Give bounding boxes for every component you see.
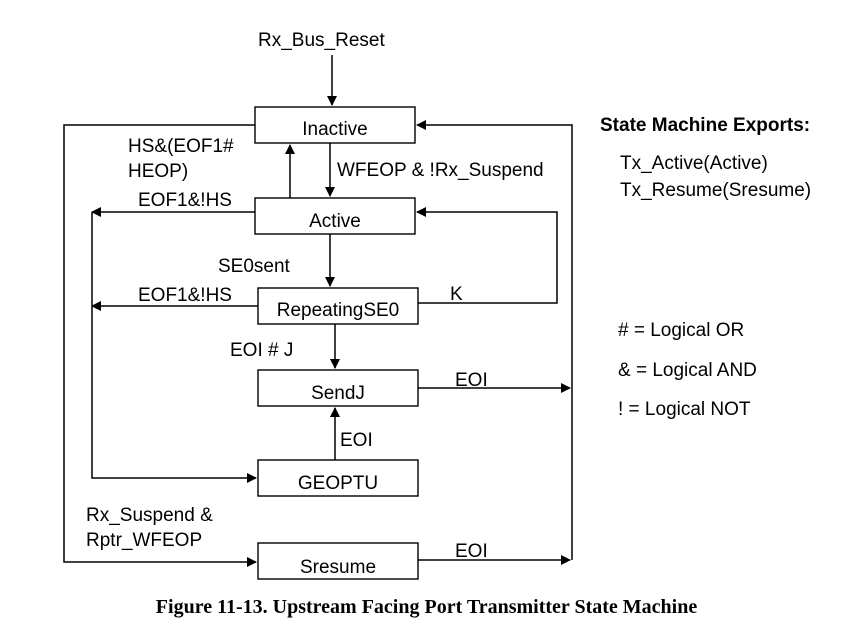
label-eoi-geoptu: EOI bbox=[340, 430, 373, 451]
label-k: K bbox=[450, 284, 463, 305]
state-sresume-label: Sresume bbox=[300, 557, 376, 578]
figure-caption: Figure 11-13. Upstream Facing Port Trans… bbox=[155, 596, 698, 618]
label-bus-reset: Rx_Bus_Reset bbox=[258, 30, 385, 51]
label-hs-eof1-line1: HS&(EOF1# bbox=[128, 136, 234, 157]
label-suspend-line1: Rx_Suspend & bbox=[86, 505, 213, 526]
legend-not: ! = Logical NOT bbox=[618, 399, 751, 420]
state-inactive: Inactive bbox=[254, 106, 416, 144]
legend-or: # = Logical OR bbox=[618, 320, 745, 341]
state-geoptu-label: GEOPTU bbox=[298, 473, 378, 494]
label-suspend-line2: Rptr_WFEOP bbox=[86, 530, 202, 551]
state-active-label: Active bbox=[309, 211, 361, 232]
label-se0sent: SE0sent bbox=[218, 256, 291, 277]
rail-to-inactive bbox=[416, 120, 573, 560]
label-eof1-active: EOF1&!HS bbox=[138, 190, 232, 211]
state-sendj-label: SendJ bbox=[311, 383, 365, 404]
state-active: Active bbox=[254, 197, 416, 235]
legend-and: & = Logical AND bbox=[618, 360, 757, 381]
label-eoi-sendj: EOI bbox=[455, 370, 488, 391]
state-sendj: SendJ bbox=[257, 369, 419, 407]
state-geoptu: GEOPTU bbox=[257, 459, 419, 497]
state-repeating-se0: RepeatingSE0 bbox=[257, 287, 419, 325]
label-wfeop-suspend: WFEOP & !Rx_Suspend bbox=[337, 160, 544, 181]
label-eoi-j: EOI # J bbox=[230, 340, 293, 361]
export-item: Tx_Active(Active) bbox=[620, 153, 768, 174]
rail-to-geoptu bbox=[91, 212, 257, 483]
exports-title: State Machine Exports: bbox=[600, 115, 811, 136]
state-sresume: Sresume bbox=[257, 542, 419, 580]
label-eoi-sresume: EOI bbox=[455, 541, 488, 562]
arrow-k-to-active bbox=[416, 207, 558, 304]
label-eof1-repeating: EOF1&!HS bbox=[138, 285, 232, 306]
state-inactive-label: Inactive bbox=[302, 119, 367, 140]
state-repeating-se0-label: RepeatingSE0 bbox=[277, 300, 400, 321]
label-hs-eof1-line2: HEOP) bbox=[128, 161, 188, 182]
export-item: Tx_Resume(Sresume) bbox=[620, 180, 812, 201]
arrow-inactive-to-sresume bbox=[63, 124, 257, 567]
